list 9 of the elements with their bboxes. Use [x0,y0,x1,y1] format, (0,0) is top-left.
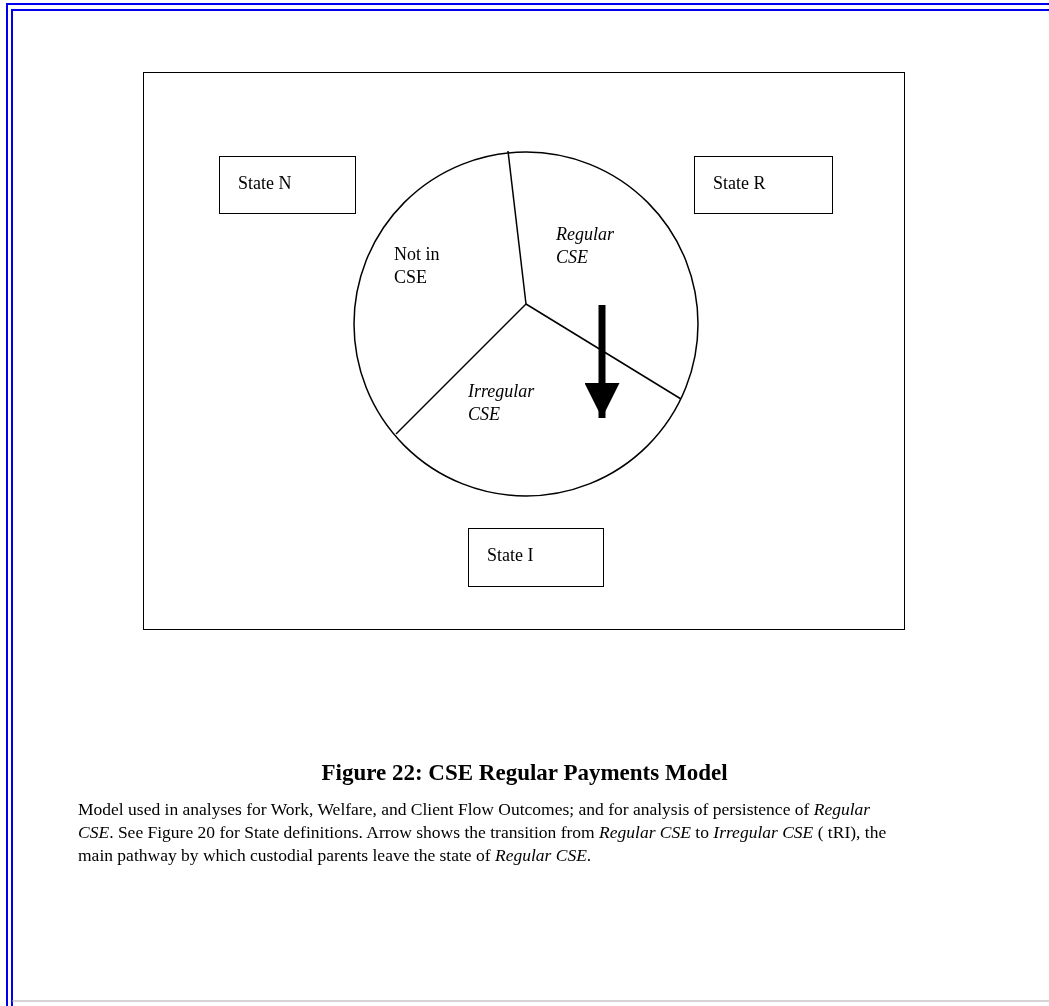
frame-box [143,72,905,630]
sector-label: Regular CSE [556,223,615,269]
state-box: State I [468,528,604,587]
sector-label: Irregular CSE [468,380,536,426]
figure-title: Figure 22: CSE Regular Payments Model [320,760,729,786]
sector-label: Not in CSE [394,243,441,289]
state-box: State N [219,156,356,214]
state-box: State R [694,156,833,214]
caption-text: Model used in analyses for Work, Welfare, and Client Flow Outcomes; and for analysis of persistence of Regular CSE. See Figure 20 for State definitions. Arrow shows the transition from Regular CSE to Irregular CSE ( tRI), the main pathway by which custodial parents leave the state of Regular CSE. [78,798,888,867]
